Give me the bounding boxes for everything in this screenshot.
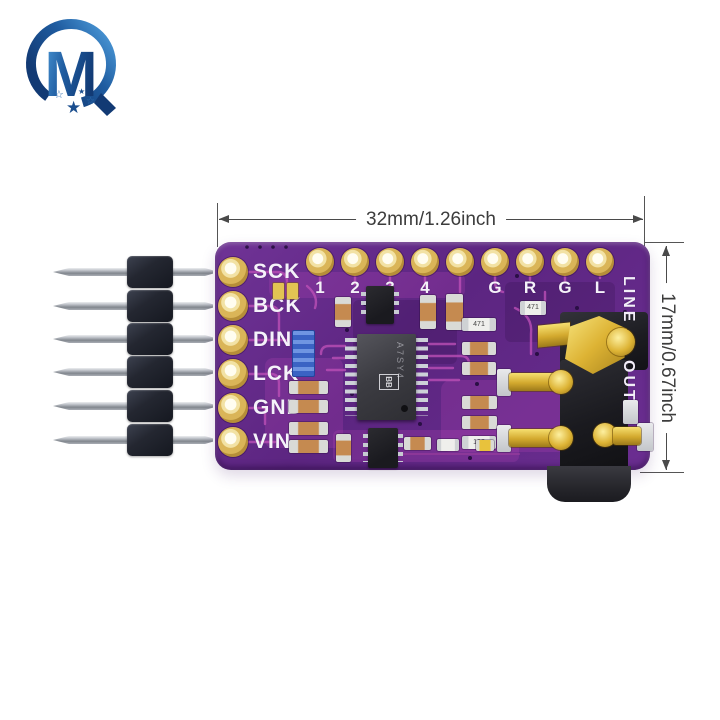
silkscreen-label: G xyxy=(488,278,502,297)
pad-top-r xyxy=(516,248,544,276)
smd-capacitor xyxy=(335,297,351,327)
logo-star-icon: ☆ xyxy=(54,89,64,101)
pad-top-4 xyxy=(411,248,439,276)
header-pin xyxy=(53,290,213,322)
smd-capacitor xyxy=(462,416,497,429)
width-dimension-label: 32mm/1.26inch xyxy=(356,209,506,231)
logo-star-icon: ★ xyxy=(78,87,85,96)
smd-resistor xyxy=(437,439,459,451)
silkscreen-label: DIN xyxy=(253,328,293,351)
silkscreen-label: G xyxy=(558,278,572,297)
pad-top-2 xyxy=(341,248,369,276)
pad-top-l xyxy=(586,248,614,276)
silkscreen-label: 4 xyxy=(420,278,430,297)
pin-plastic-block xyxy=(127,356,173,388)
header-pin xyxy=(53,424,213,456)
smd-capacitor xyxy=(420,295,436,329)
extension-line xyxy=(217,203,218,247)
header-pin xyxy=(53,390,213,422)
solder-pad xyxy=(273,283,284,299)
silkscreen-label: BCK xyxy=(253,294,302,317)
jack-pin-head xyxy=(549,370,573,394)
small-ic xyxy=(363,428,403,468)
jack-pin xyxy=(613,427,641,445)
pad-top-3 xyxy=(376,248,404,276)
audio-jack-barrel xyxy=(547,466,631,502)
pad-top-1 xyxy=(306,248,334,276)
extension-line xyxy=(640,472,684,473)
silkscreen-label: VIN xyxy=(253,430,292,453)
pin-plastic-block xyxy=(127,323,173,355)
blue-resistor-network xyxy=(292,330,315,377)
silkscreen-label: L xyxy=(594,278,606,297)
solder-pad xyxy=(623,400,638,424)
smd-capacitor xyxy=(446,294,463,330)
smd-capacitor xyxy=(462,396,497,409)
chip-pins xyxy=(415,338,428,416)
logo-ring-icon xyxy=(25,19,116,109)
pin-plastic-block xyxy=(127,290,173,322)
pad-gnd xyxy=(218,393,248,423)
silkscreen-label: SCK xyxy=(253,260,301,283)
solder-pad xyxy=(287,283,298,299)
solder-pad xyxy=(497,425,511,452)
silkscreen-lineout-label: OUT xyxy=(620,360,637,403)
pad-lck xyxy=(218,359,248,389)
header-pin xyxy=(53,356,213,388)
height-dimension-label: 17mm/0.67inch xyxy=(656,283,678,433)
pad-bck xyxy=(218,291,248,321)
solder-pad xyxy=(497,369,511,396)
solder-pad xyxy=(637,423,653,451)
logo-letter: M xyxy=(44,38,97,110)
logo-star-icon: ★ xyxy=(66,98,81,117)
pad-top-5 xyxy=(446,248,474,276)
pad-din xyxy=(218,325,248,355)
silkscreen-lineout-label: LINE xyxy=(620,276,637,325)
smd-capacitor xyxy=(404,437,431,450)
chip-pin1-dot xyxy=(401,405,408,412)
smd-capacitor xyxy=(289,440,328,453)
pcb-module: SCK BCK DIN LCK GND VIN 1 2 3 4 G R G L xyxy=(215,242,653,502)
led xyxy=(476,440,494,451)
smd-capacitor xyxy=(289,381,328,394)
jack-pin xyxy=(509,373,557,391)
smd-capacitor xyxy=(462,342,496,355)
brand-logo: M ★ ☆ ★ ☆ xyxy=(25,19,116,117)
chip-marking: A7SY4 xyxy=(395,342,405,381)
extension-line xyxy=(644,196,645,246)
header-pin xyxy=(53,256,213,288)
silkscreen-label: 1 xyxy=(315,278,325,297)
pin-plastic-block xyxy=(127,256,173,288)
smd-capacitor xyxy=(289,422,328,435)
smd-resistor: 471 xyxy=(520,301,546,315)
pad-vin xyxy=(218,427,248,457)
jack-pin xyxy=(509,429,557,447)
smd-capacitor xyxy=(336,434,351,462)
smd-capacitor xyxy=(289,400,328,413)
logo-q-tail-icon xyxy=(94,93,116,116)
silkscreen-label: 2 xyxy=(350,278,360,297)
smd-resistor: 471 xyxy=(462,318,496,331)
silkscreen-label: LCK xyxy=(253,362,300,385)
extension-line xyxy=(645,242,684,243)
dac-chip: BB A7SY4 xyxy=(357,334,416,420)
chip-pins xyxy=(345,338,358,416)
pad-sck xyxy=(218,257,248,287)
pin-plastic-block xyxy=(127,390,173,422)
smd-capacitor xyxy=(462,362,496,375)
jack-contact xyxy=(538,322,570,348)
jack-contact-head xyxy=(607,328,635,356)
logo-star-icon: ☆ xyxy=(86,96,95,107)
jack-pin-head xyxy=(549,426,573,450)
regulator-ic xyxy=(361,286,399,324)
pad-top-g2 xyxy=(551,248,579,276)
pad-top-g xyxy=(481,248,509,276)
silkscreen-label: R xyxy=(523,278,537,297)
header-pin xyxy=(53,323,213,355)
pin-plastic-block xyxy=(127,424,173,456)
